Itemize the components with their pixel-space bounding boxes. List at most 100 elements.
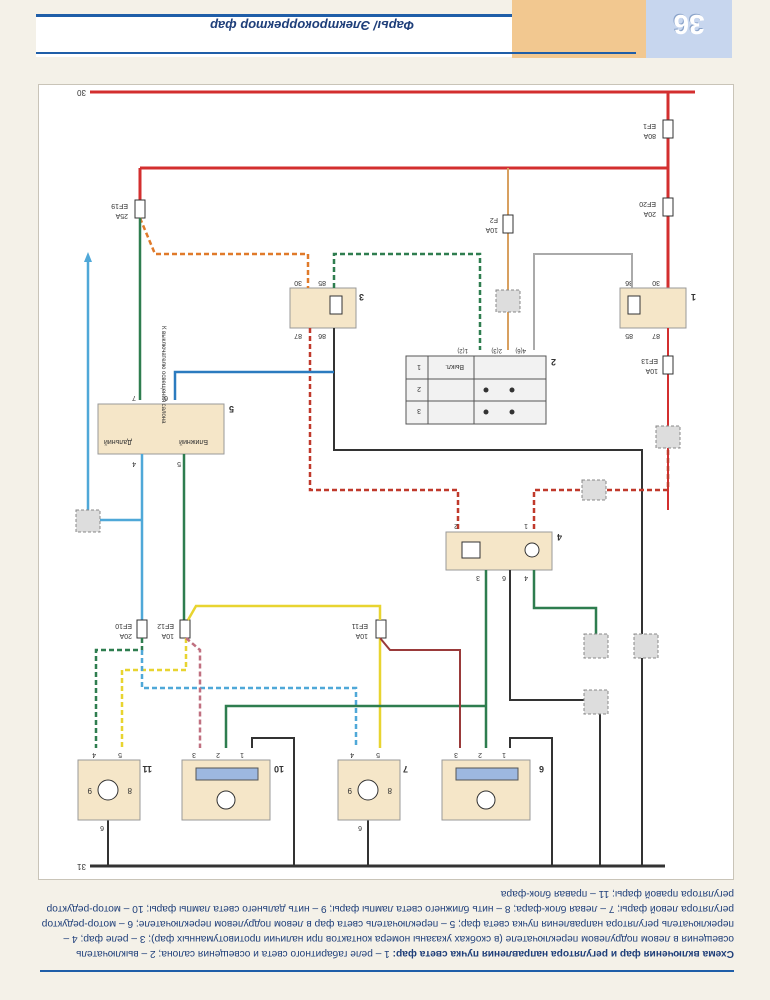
headlamp-11-bulb-icon (97, 779, 119, 801)
connector-ef13 (655, 425, 681, 449)
yellow-dashed-wire (120, 638, 188, 748)
relay-1-number: 1 (691, 292, 696, 302)
pink-dashed-wire (185, 637, 202, 748)
fuse-ef11-name: EF11 (352, 622, 368, 629)
fuse-ef11 (375, 619, 387, 639)
motor-10-icon (216, 790, 236, 810)
motor-6-bar-icon (455, 767, 519, 781)
relay-1-pin-86: 86 (625, 279, 633, 286)
regulator-pin-1: 1 (524, 522, 528, 529)
orange-dashed-wire (138, 217, 310, 288)
regulator-pin-6: 6 (502, 574, 506, 581)
switch-2-contact-d (509, 409, 515, 415)
motor-10-bar-icon (195, 767, 259, 781)
header-number-box (646, 0, 732, 58)
fuse-ef19 (134, 199, 146, 219)
diagram-frame (38, 84, 734, 880)
switch-5-pin-4: 4 (132, 460, 136, 467)
fuse-f2-name: F2 (490, 216, 498, 223)
motor-10-number: 10 (274, 764, 284, 774)
switch-5 (97, 403, 225, 455)
switch-2-row-3-num: 3 (417, 407, 421, 414)
headlamp-11-pin-4: 4 (92, 751, 96, 758)
headlamp-7-pin-4: 4 (350, 751, 354, 758)
fuse-f2-rating: 10A (485, 226, 498, 233)
headlamp-7-number: 7 (403, 764, 408, 774)
motor-6-icon (476, 790, 496, 810)
header-accent (512, 0, 646, 58)
regulator-pin-4: 4 (524, 574, 528, 581)
bus-30-label: 30 (77, 88, 86, 97)
fuse-ef20-name: EF20 (639, 200, 656, 207)
relay-1-coil-icon (627, 295, 641, 315)
headlamp-7-bulb-icon (357, 779, 379, 801)
fuse-ef1-rating: 80A (643, 132, 656, 139)
fuse-f2 (502, 214, 514, 234)
switch-2-off-label: Выкл. (445, 363, 464, 370)
switch-2-pin-b: 2(3) (491, 347, 502, 353)
switch-5-pin-6: 6 (164, 394, 168, 401)
relay-3-number: 3 (359, 292, 364, 302)
interior-light-arrow-icon (84, 252, 92, 262)
green-dashed-wire-2 (94, 638, 144, 748)
motor-6-pin-1: 1 (502, 751, 506, 758)
connector-reg (581, 479, 607, 501)
connector-f2 (495, 289, 521, 313)
switch-2 (405, 355, 547, 425)
regulator-lamp-icon (524, 542, 540, 558)
fuse-ef20-rating: 20A (643, 210, 656, 217)
relay-3-pin-30: 30 (294, 279, 302, 286)
interior-light-note: К выключателю освещения салона (160, 326, 166, 424)
headlamp-11-number: 11 (142, 764, 152, 774)
figure-caption: Схема включения фар и регулятора направл… (40, 886, 734, 961)
regulator-resistor-icon (461, 541, 481, 559)
ground-wire-10 (251, 737, 295, 866)
yellow-wire (186, 604, 382, 621)
green-dashed-wire (332, 252, 482, 350)
fuse-ef20 (662, 197, 674, 217)
switch-2-contact-c (483, 409, 489, 415)
relay-1-pin-87: 87 (652, 332, 660, 339)
fuse-ef12 (179, 619, 191, 639)
reg-black-wire (509, 570, 601, 866)
connector-a (583, 633, 609, 659)
fuse-ef13-rating: 10A (645, 367, 658, 374)
switch-5-number: 5 (229, 404, 234, 414)
switch-5-high-label: Дальний (104, 438, 132, 446)
switch-5-low-label: Ближний (179, 438, 208, 446)
switch-2-row-1-num: 1 (417, 363, 421, 370)
switch-2-contact-a (483, 387, 489, 393)
fuse-ef19-name: EF19 (111, 202, 128, 209)
fuse-ef12-rating: 10A (161, 632, 174, 639)
fuse-ef13-name: EF13 (641, 357, 658, 364)
headlamp-11-filament-8: 8 (127, 786, 132, 795)
switch-5-pin-7: 7 (132, 394, 136, 401)
fuse-ef11-rating: 10A (355, 632, 368, 639)
interior-light-wire (86, 258, 142, 522)
gray-wire (533, 253, 633, 350)
caption-lead: Схема включения фар и регулятора направл… (392, 948, 734, 959)
headlamp-7-filament-8: 8 (387, 786, 392, 795)
connector-b (633, 633, 659, 659)
fuse-ef10-rating: 20A (119, 632, 132, 639)
switch-2-pin-a: 1(2) (457, 347, 468, 353)
switch-2-contact-b (509, 387, 515, 393)
fuse-ef1 (662, 119, 674, 139)
fuse-ef12-name: EF12 (157, 622, 174, 629)
header-rule (36, 52, 636, 54)
caption-rule (40, 970, 734, 972)
fuse-ef19-rating: 25A (115, 212, 128, 219)
headlamp-11-pin-6: 6 (100, 824, 104, 831)
headlamp-7-pin-6: 6 (358, 824, 362, 831)
relay-1-pin-85: 85 (625, 332, 633, 339)
blue-dashed-wire (140, 650, 358, 748)
switch-2-row-2-num: 2 (417, 385, 421, 392)
motor-10-pin-2: 2 (216, 751, 220, 758)
relay-3-pin-86: 86 (318, 332, 326, 339)
reg-green-wire-2 (532, 570, 598, 640)
relay-3-coil-icon (329, 295, 343, 315)
regulator-4-number: 4 (557, 532, 562, 542)
headlamp-7-pin-5: 5 (376, 751, 380, 758)
